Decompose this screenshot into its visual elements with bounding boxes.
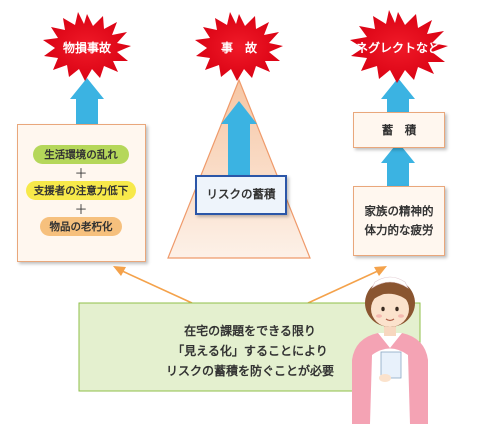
message-line-2: 「見える化」することにより [172,344,328,358]
pointer-arrow-left [113,266,193,304]
right-upper-arrow [381,78,415,112]
factor-attention-decline: 支援者の注意力低下 [26,181,136,200]
burst-left [43,12,131,81]
center-up-arrow [221,101,257,175]
plus-sign: ＋ [74,203,88,218]
right-lower-arrow [381,142,415,186]
accumulation-label: 蓄 積 [381,123,417,137]
burst-center-label: 事 故 [220,41,257,55]
pointer-arrow-right [307,266,387,304]
burst-left-label: 物損事故 [62,41,111,55]
factor-living-environment: 生活環境の乱れ [33,145,129,164]
message-line-1: 在宅の課題をできる限り [184,324,316,338]
risk-accumulation-box [195,175,287,215]
burst-center [195,12,283,81]
burst-right [350,10,448,83]
family-fatigue-line1: 家族の精神的 [364,204,434,218]
nurse-illustration [352,276,428,424]
risk-accumulation-label: リスクの蓄積 [206,187,276,201]
family-fatigue-box [353,186,445,256]
message-line-3: リスクの蓄積を防ぐことが必要 [165,364,334,378]
plus-sign: ＋ [74,167,88,182]
factor-aging-items: 物品の老朽化 [40,217,122,236]
accumulation-box [353,112,445,148]
family-fatigue-line2: 体力的な疲労 [364,223,434,237]
burst-right-label: ネグレクトなど [355,41,440,55]
left-up-arrow [70,78,104,124]
